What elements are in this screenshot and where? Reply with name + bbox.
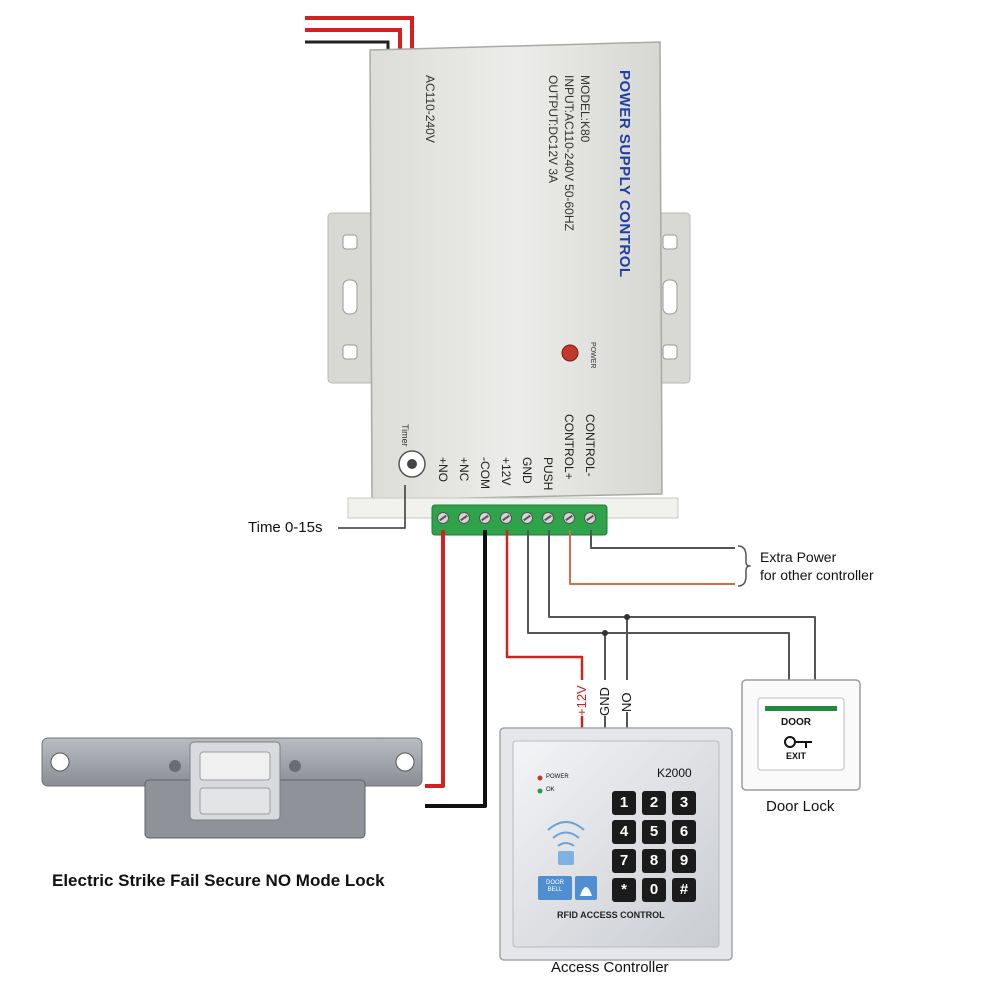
keypad-device (499, 727, 733, 961)
exit-button-device (741, 679, 861, 791)
keypad-key[interactable]: * (612, 878, 636, 902)
psu-model: MODEL:K80 (578, 75, 592, 143)
power-led-label: POWER (589, 342, 596, 369)
wire-label-no: NO (619, 692, 634, 713)
time-label: Time 0-15s (248, 519, 323, 536)
terminal-label-2: -COM (478, 457, 492, 489)
psu-brand: POWER SUPPLY CONTROL (616, 70, 633, 278)
keypad-key[interactable]: 6 (672, 820, 696, 844)
keypad-key[interactable]: 9 (672, 849, 696, 873)
keypad-led-power: POWER (546, 774, 569, 780)
wire-label-12v: +12V (574, 685, 589, 716)
keypad-key[interactable]: 2 (642, 791, 666, 815)
strike-lock-label: Electric Strike Fail Secure NO Mode Lock (52, 871, 385, 890)
power-supply-case (347, 41, 679, 519)
timer-pointer (338, 485, 406, 529)
terminal-label-5: PUSH (541, 457, 555, 491)
terminal-screw-0 (437, 512, 449, 524)
wire-label-gnd: GND (597, 687, 612, 716)
access-controller-label: Access Controller (551, 959, 669, 976)
keypad-key[interactable]: 8 (642, 849, 666, 873)
terminal-screw-6 (563, 512, 575, 524)
terminal-screw-7 (584, 512, 596, 524)
keypad-key[interactable]: 1 (612, 791, 636, 815)
timer-label: Timer (400, 424, 410, 447)
keypad-model: K2000 (657, 766, 692, 780)
wiring (425, 530, 816, 808)
psu-ac-label: AC110-240V (423, 75, 437, 143)
exit-button-door-text: DOOR (781, 717, 811, 728)
keypad-key[interactable]: 4 (612, 820, 636, 844)
keypad-panel-label: RFID ACCESS CONTROL (557, 910, 665, 920)
terminal-screw-5 (542, 512, 554, 524)
terminal-label-1: +NC (457, 457, 471, 482)
terminal-screw-3 (500, 512, 512, 524)
terminal-screw-1 (458, 512, 470, 524)
extra-power-label: Extra Power (760, 549, 837, 565)
psu-input: INPUT:AC110-240V 50-60HZ (562, 75, 576, 231)
ac-input-wires (305, 16, 414, 50)
terminal-label-0: +NO (436, 457, 450, 483)
terminal-label-3: +12V (499, 457, 513, 486)
electric-strike-lock (41, 737, 423, 839)
psu-output: OUTPUT:DC12V 3A (546, 75, 560, 184)
exit-button-exit-text: EXIT (786, 751, 807, 761)
door-lock-label: Door Lock (766, 798, 835, 815)
terminal-block (431, 504, 608, 536)
keypad-key[interactable]: 3 (672, 791, 696, 815)
keypad-doorbell: DOOR BELL (546, 880, 564, 893)
terminal-label-4: GND (520, 457, 534, 484)
keypad-key[interactable]: 5 (642, 820, 666, 844)
terminal-label-6: CONTROL+ (562, 414, 576, 480)
keypad-key[interactable]: 7 (612, 849, 636, 873)
keypad-key[interactable]: # (672, 878, 696, 902)
extra-power-label-2: for other controller (760, 567, 874, 583)
keypad-key[interactable]: 0 (642, 878, 666, 902)
keypad-led-ok: OK (546, 787, 555, 793)
terminal-screw-4 (521, 512, 533, 524)
terminal-screw-2 (479, 512, 491, 524)
terminal-label-7: CONTROL- (583, 414, 597, 477)
